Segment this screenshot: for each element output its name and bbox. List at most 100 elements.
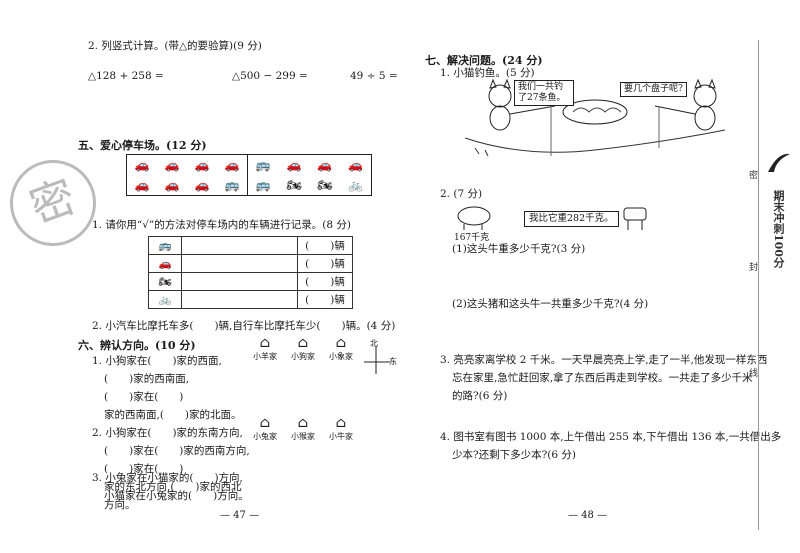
sec6-line-10: 3. 小兔家在小猫家的( )方向, (92, 472, 243, 484)
house-dog: ⌂小狗家 (288, 336, 318, 362)
car-icon: 🚗 (164, 158, 180, 172)
tally-cell[interactable] (181, 236, 298, 255)
parking-left-pane: 🚗 🚗 🚗 🚗 🚗 🚗 🚗 🚌 (127, 155, 247, 195)
car-icon: 🚗 (348, 158, 364, 172)
house-elephant: ⌂小象家 (326, 336, 356, 362)
car-icon: 🚗 (286, 158, 302, 172)
parking-lot: 🚗 🚗 🚗 🚗 🚗 🚗 🚗 🚌 🚌 🚗 🚗 🚗 🚌 🏍 🏍 🚲 (126, 154, 372, 196)
car-icon: 🚗 (194, 178, 210, 192)
section5-q2: 2. 小汽车比摩托车多( )辆,自行车比摩托车少( )辆。(4 分) (92, 320, 396, 332)
table-row: 🚗 ( )辆 (148, 254, 353, 273)
q2-sub2: (2)这头猪和这头牛一共重多少千克?(4 分) (452, 298, 649, 310)
house-rabbit: ⌂小兔家 (250, 416, 280, 442)
calc-item-2: △500 − 299 = (232, 70, 308, 82)
count-cell[interactable]: ( )辆 (297, 254, 353, 273)
q4-line-1: 4. 图书室有图书 1000 本,上午借出 255 本,下午借出 136 本,一… (440, 431, 782, 443)
table-row: 🏍 ( )辆 (148, 272, 353, 291)
count-cell[interactable]: ( )辆 (297, 272, 353, 291)
q3-line-1: 3. 亮亮家离学校 2 千米。一天早晨亮亮上学,走了一半,他发现一样东西 (440, 354, 768, 366)
bus-icon: 🚌 (148, 236, 182, 255)
count-cell[interactable]: ( )辆 (297, 290, 353, 309)
tally-cell[interactable] (181, 254, 298, 273)
section5-title: 五、爱心停车场。(12 分) (78, 139, 207, 152)
car-icon: 🚗 (134, 158, 150, 172)
pig-cow-illustration (457, 206, 647, 230)
house-label: 小牛家 (329, 432, 353, 441)
calc-item-1: △128 + 258 = (88, 70, 164, 82)
pig-weight-label: 167千克 (454, 233, 490, 243)
binding-strip (758, 40, 799, 530)
q3-line-2: 忘在家里,急忙赶回家,拿了东西后再走到学校。一共走了多少千米 (452, 372, 753, 384)
seal-char-1: 密 (747, 170, 757, 179)
compass-icon (364, 346, 390, 374)
seal-stamp: 密 (0, 147, 109, 259)
house-icon: ⌂ (259, 415, 271, 431)
sec6-line-5: 2. 小狗家在( )家的东南方向, (92, 427, 243, 439)
q1-title: 1. 小猫钓鱼。(5 分) (440, 67, 535, 79)
fishing-rod-right (654, 105, 696, 115)
house-label: 小象家 (329, 352, 353, 361)
tally-cell[interactable] (181, 272, 298, 291)
sec6-line-7: ( )家在( ) (104, 463, 184, 475)
house-icon: ⌂ (335, 415, 347, 431)
section6-title: 六、辨认方向。(10 分) (78, 339, 196, 352)
house-label: 小羊家 (253, 352, 277, 361)
motorcycle-icon: 🏍 (317, 178, 333, 192)
section5-q1: 1. 请你用“√”的方法对停车场内的车辆进行记录。(8 分) (92, 219, 351, 231)
q4-line-2: 少本?还剩下多少本?(6 分) (452, 449, 576, 461)
brand-text: 期末冲刺100分 (772, 190, 785, 268)
sec6-line-9: 方向。 (104, 499, 136, 511)
house-icon: ⌂ (259, 335, 271, 351)
cat-left-icon (488, 78, 512, 131)
pig-icon (457, 206, 491, 226)
sec6-line-1: 1. 小狗家在( )家的西面, (92, 355, 222, 367)
compass-east-label: 东 (389, 357, 397, 366)
page-number-right: — 48 — (568, 510, 608, 521)
speech-bubble-cow: 我比它重282千克。 (524, 211, 619, 227)
compass-north-label: 北 (370, 339, 378, 348)
sec6-line-3: ( )家在( ) (104, 391, 184, 403)
record-table: 🚌 ( )辆 🚗 ( )辆 🏍 ( )辆 🚲 ( )辆 (148, 236, 353, 309)
house-monkey: ⌂小猴家 (288, 416, 318, 442)
brand-logo-icon (768, 153, 790, 172)
car-icon: 🚗 (134, 178, 150, 192)
page-number-left: — 47 — (220, 510, 260, 521)
car-icon: 🚗 (194, 158, 210, 172)
bus-icon: 🚌 (255, 178, 271, 192)
sec6-line-2: ( )家的西南面, (104, 373, 190, 385)
calc-item-3: 49 ÷ 5 = (350, 70, 398, 82)
sec6-line-6: ( )家在( )家的西南方向, (104, 445, 250, 457)
house-label: 小兔家 (253, 432, 277, 441)
car-icon: 🚗 (148, 254, 182, 273)
bicycle-icon: 🚲 (348, 178, 364, 192)
parking-divider (247, 155, 248, 195)
table-row: 🚌 ( )辆 (148, 236, 353, 255)
cat-fishing-illustration (464, 78, 726, 157)
q2-sub1: (1)这头牛重多少千克?(3 分) (452, 243, 586, 255)
cow-icon (623, 207, 647, 221)
speech-bubble-right: 要几个盘子呢? (620, 82, 687, 97)
sec6-line-11: 小猫家在小兔家的( )方向。 (104, 490, 249, 502)
q2-title-right: 2. (7 分) (440, 188, 483, 200)
house-label: 小狗家 (291, 352, 315, 361)
section7-title: 七、解决问题。(24 分) (425, 54, 543, 67)
tally-cell[interactable] (181, 290, 298, 309)
fish-plate-icon (562, 99, 628, 125)
bus-icon: 🚌 (224, 178, 240, 192)
bicycle-icon: 🚲 (148, 290, 182, 309)
motorcycle-icon: 🏍 (286, 178, 302, 192)
seal-char-3: 线 (747, 368, 757, 377)
sec6-line-8: 家的东北方向,( )家的西北 (104, 481, 242, 493)
house-icon: ⌂ (335, 335, 347, 351)
car-icon: 🚗 (164, 178, 180, 192)
bus-icon: 🚌 (255, 158, 271, 172)
house-icon: ⌂ (297, 335, 309, 351)
car-icon: 🚗 (317, 158, 333, 172)
parking-right-pane: 🚌 🚗 🚗 🚗 🚌 🏍 🏍 🚲 (248, 155, 371, 195)
speech-bubble-left: 我们一共钓了27条鱼。 (514, 80, 574, 106)
q2-title: 2. 列竖式计算。(带△的要验算)(9 分) (88, 40, 262, 52)
house-label: 小猴家 (291, 432, 315, 441)
house-cow: ⌂小牛家 (326, 416, 356, 442)
motorcycle-icon: 🏍 (148, 272, 182, 291)
count-cell[interactable]: ( )辆 (297, 236, 353, 255)
